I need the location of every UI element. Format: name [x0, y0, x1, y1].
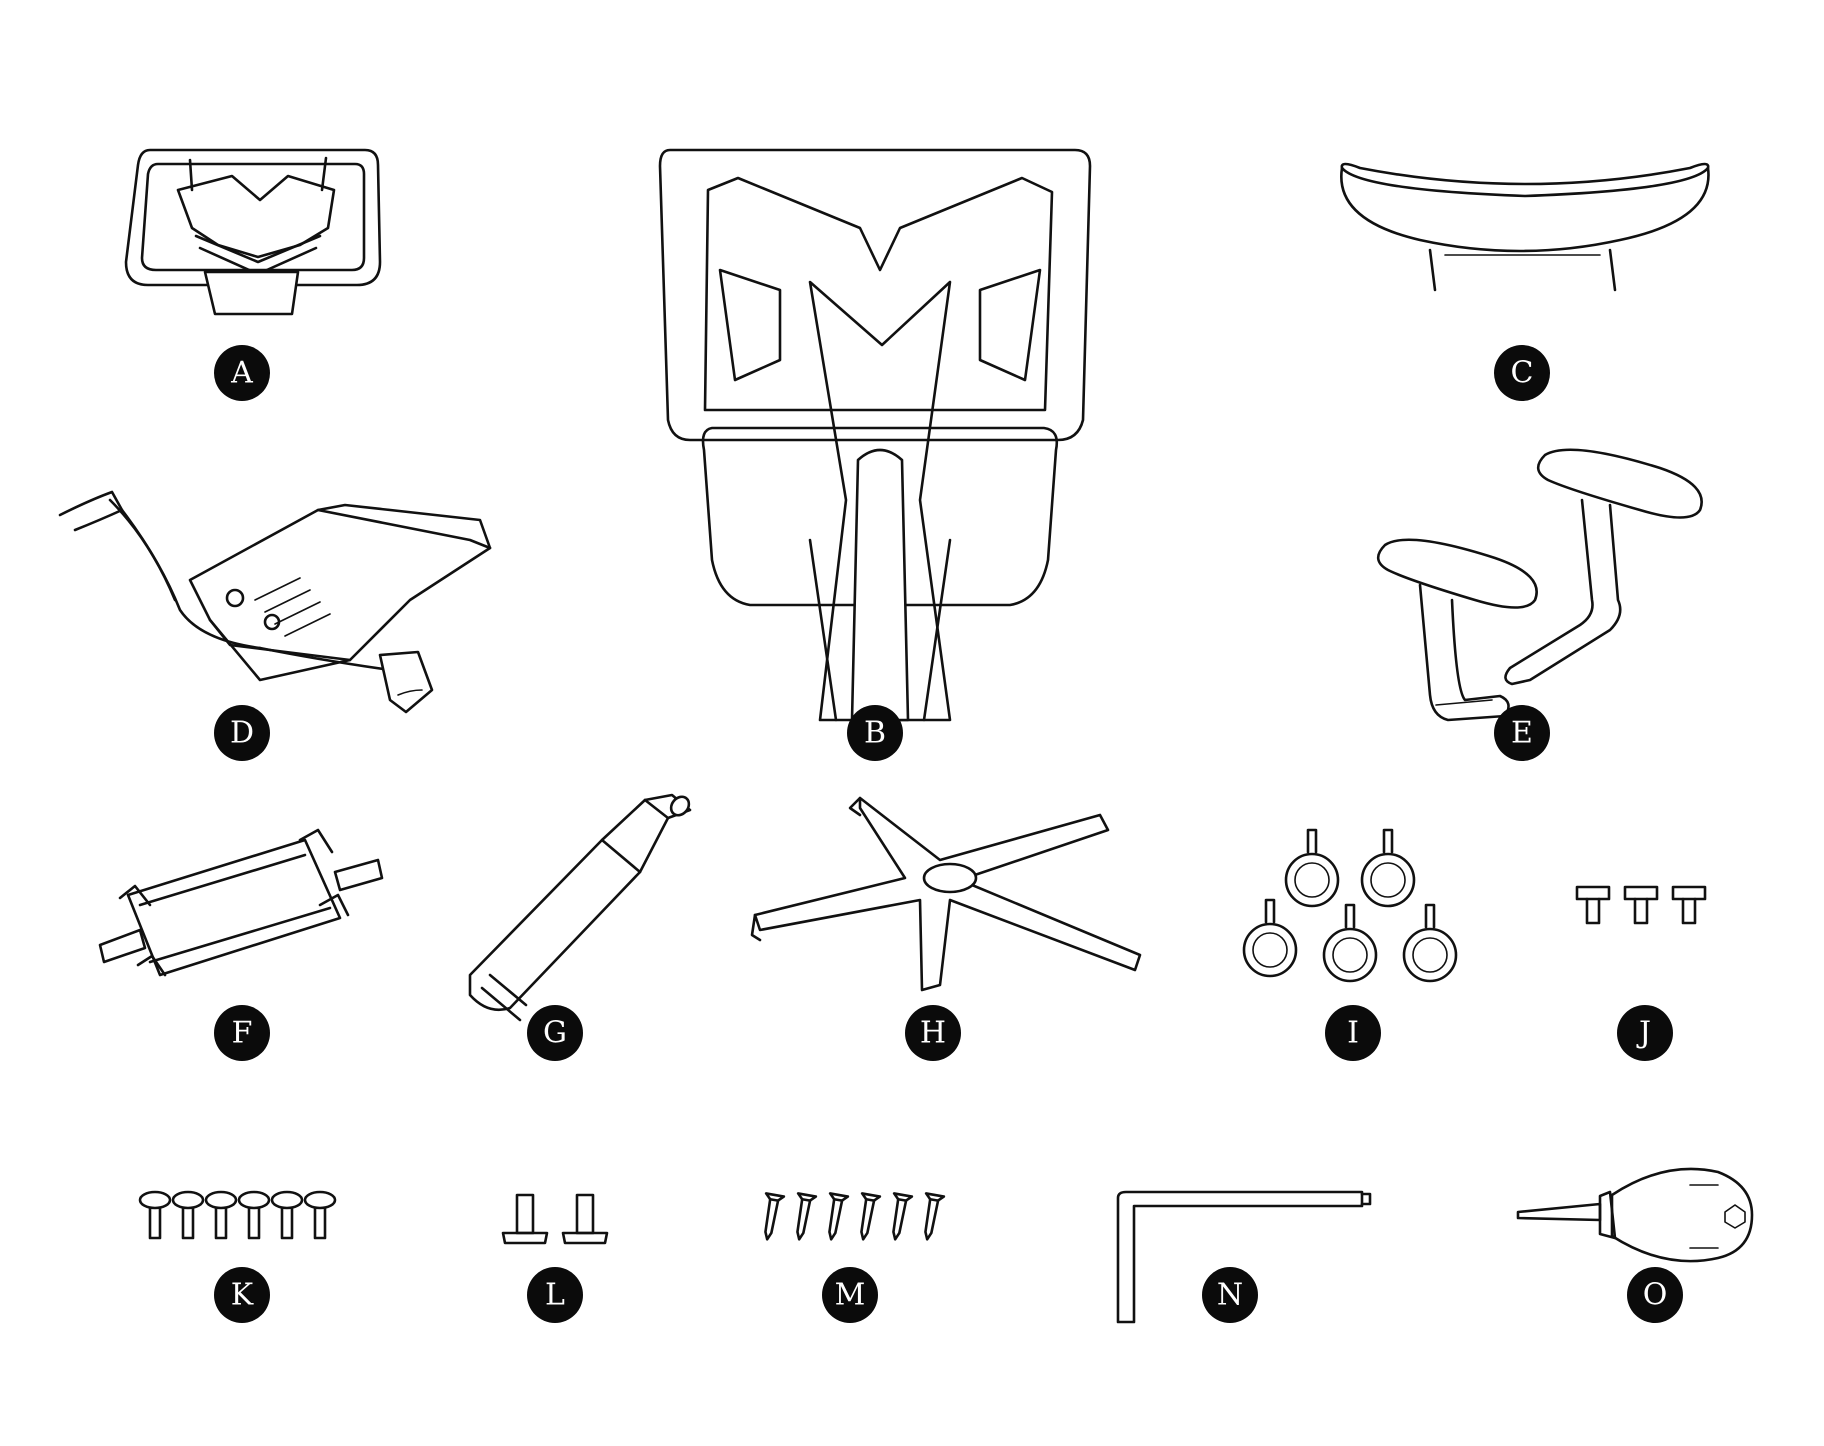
part-label-o: O — [1627, 1267, 1683, 1323]
part-label-l: L — [527, 1267, 583, 1323]
tilt-mechanism-icon — [58, 490, 492, 714]
casters-icon — [1242, 828, 1458, 983]
svg-text:D: D — [230, 716, 254, 751]
backrest-connector-icon — [98, 828, 384, 977]
wood-screws-icon — [764, 1192, 946, 1241]
part-label-n: N — [1202, 1267, 1258, 1323]
five-star-base-icon — [750, 796, 1142, 992]
svg-text:N: N — [1217, 1278, 1243, 1313]
svg-text:I: I — [1347, 1016, 1359, 1051]
part-label-k: K — [214, 1267, 270, 1323]
short-bolts-icon — [1575, 885, 1707, 925]
armrests-icon — [1376, 448, 1703, 722]
svg-text:K: K — [231, 1278, 254, 1313]
svg-text:F: F — [232, 1016, 253, 1051]
part-label-c: C — [1494, 345, 1550, 401]
screwdriver-icon — [1516, 1167, 1754, 1263]
backrest-frame-icon — [658, 148, 1092, 722]
part-label-g: G — [527, 1005, 583, 1061]
svg-text:M: M — [835, 1278, 866, 1313]
t-bolts-icon — [501, 1193, 609, 1245]
headrest-icon — [124, 148, 382, 316]
svg-text:C: C — [1511, 356, 1534, 391]
gas-cylinder-icon — [468, 793, 692, 1022]
part-label-j: J — [1617, 1005, 1673, 1061]
part-label-h: H — [905, 1005, 961, 1061]
part-label-i: I — [1325, 1005, 1381, 1061]
svg-text:E: E — [1511, 716, 1533, 751]
svg-text:O: O — [1643, 1278, 1668, 1313]
bolts-with-washers-icon — [138, 1190, 337, 1240]
part-label-m: M — [822, 1267, 878, 1323]
part-label-d: D — [214, 705, 270, 761]
svg-text:J: J — [1636, 1016, 1651, 1051]
svg-text:B: B — [864, 716, 886, 751]
allen-key-icon — [1116, 1190, 1372, 1324]
part-label-b: B — [847, 705, 903, 761]
part-label-e: E — [1494, 705, 1550, 761]
part-label-a: A — [214, 345, 270, 401]
svg-text:H: H — [920, 1016, 946, 1051]
svg-text:L: L — [545, 1278, 565, 1313]
seat-cushion-icon — [1340, 162, 1710, 292]
svg-text:G: G — [543, 1016, 567, 1051]
part-label-f: F — [214, 1005, 270, 1061]
svg-text:A: A — [230, 356, 253, 391]
